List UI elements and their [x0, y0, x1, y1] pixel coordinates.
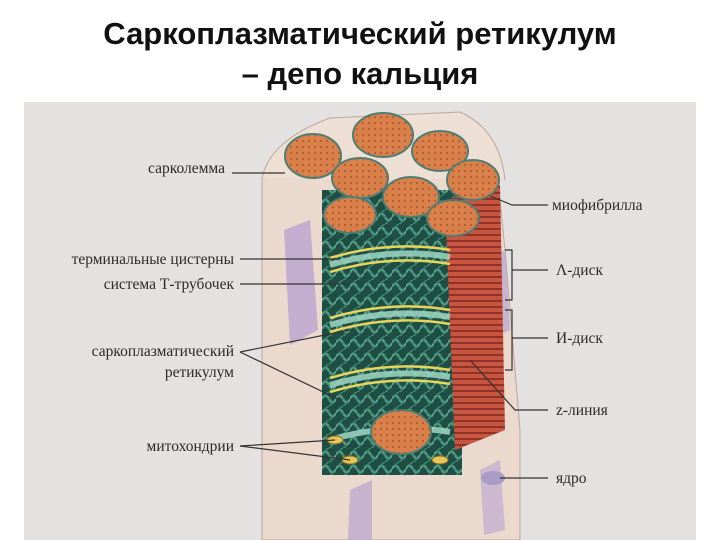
label-nucleus: ядро [556, 470, 587, 487]
label-mitochondria: митохондрии [147, 438, 234, 455]
label-i-disc: И-диск [556, 330, 603, 347]
label-t-tubules: система Т-трубочек [104, 276, 234, 293]
label-sr-line1: саркоплазматический [92, 343, 234, 360]
label-sarcolemma: сарколемма [148, 160, 225, 177]
label-sr-line2: ретикулум [165, 364, 234, 381]
label-a-disc: Λ-диск [556, 262, 603, 279]
label-myofibril: миофибрилла [552, 197, 642, 214]
label-terminal-cisterns: терминальные цистерны [72, 251, 234, 268]
label-z-line: z-линия [556, 402, 608, 419]
